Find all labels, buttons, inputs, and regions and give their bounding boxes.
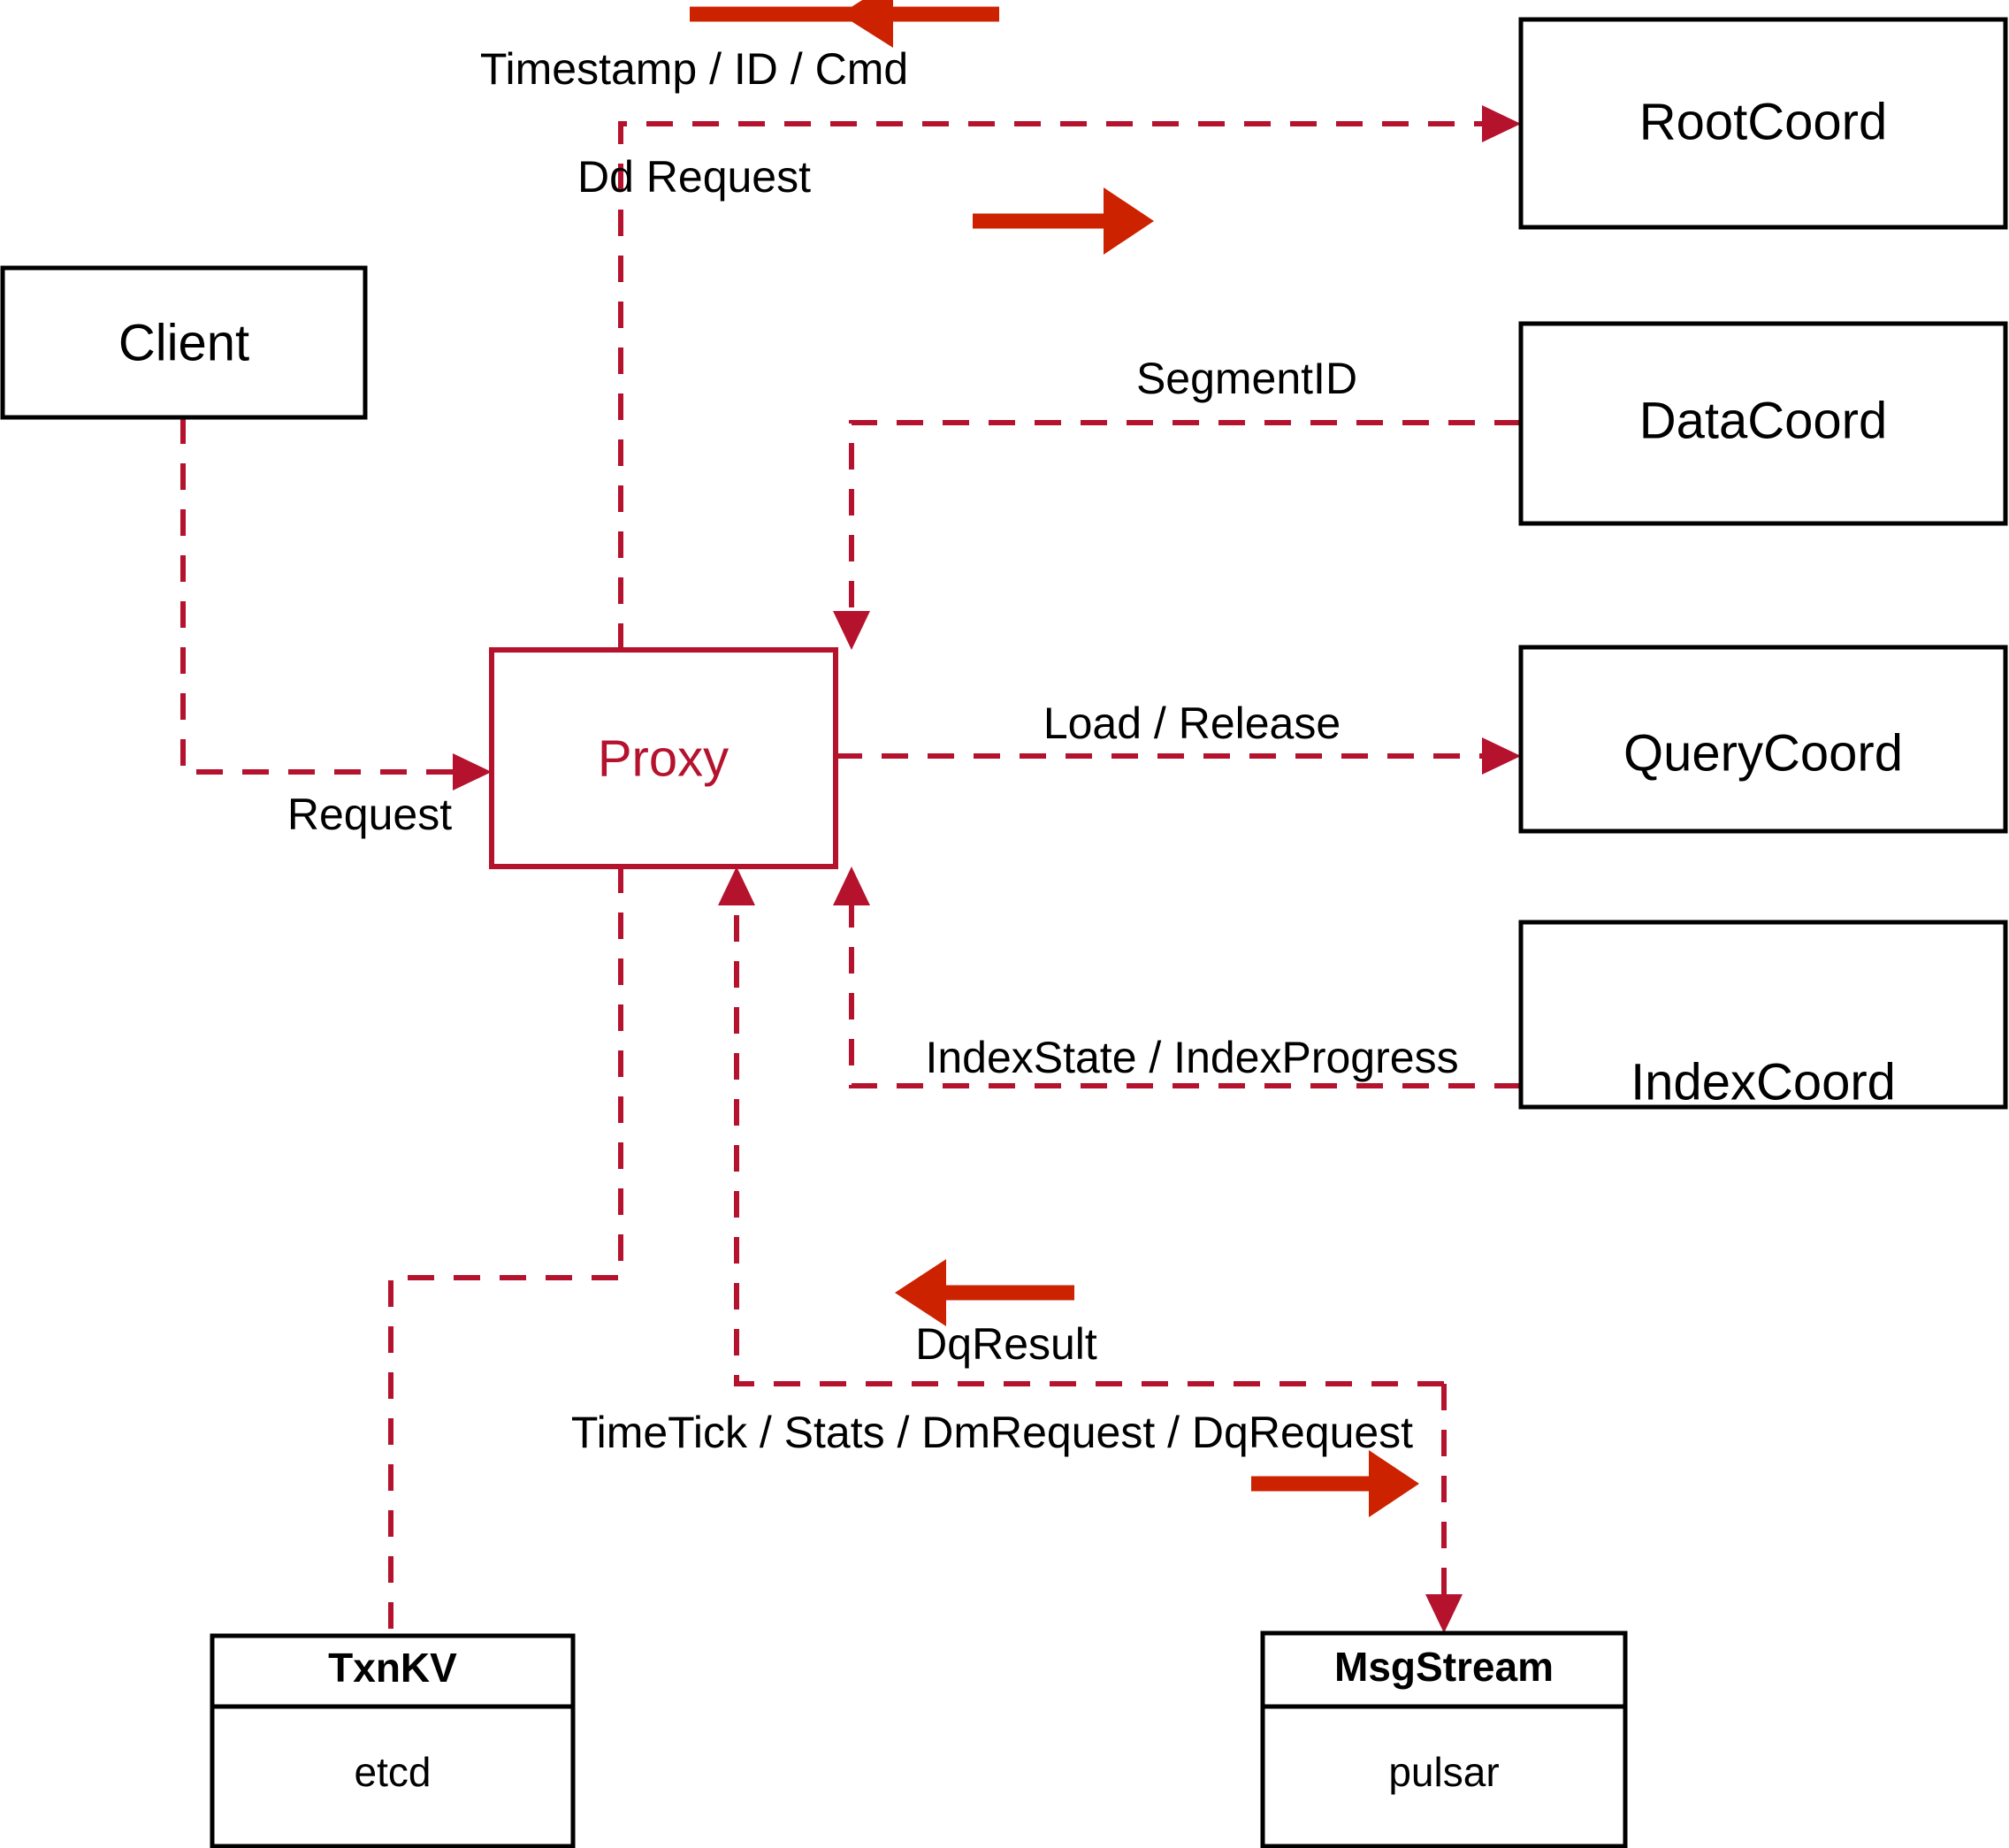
edge-label-timetick: TimeTick / Stats / DmRequest / DqRequest — [571, 1408, 1413, 1457]
direction-arrow-timestamp — [690, 0, 999, 48]
node-msgstream-impl: pulsar — [1388, 1749, 1499, 1795]
edge-label-request: Request — [287, 790, 452, 839]
node-rootcoord[interactable]: RootCoord — [1518, 17, 2008, 230]
node-indexcoord-label: IndexCoord — [1631, 1053, 1896, 1111]
edge-proxy-to-txnkv — [388, 867, 623, 1636]
node-client[interactable]: Client — [0, 265, 368, 420]
direction-arrow-dd-request — [973, 187, 1154, 255]
edge-proxy-to-rootcoord — [618, 105, 1521, 650]
direction-arrow-dqrequest — [1251, 1450, 1419, 1517]
node-txnkv-title: TxnKV — [328, 1645, 457, 1691]
node-querycoord[interactable]: QueryCoord — [1518, 645, 2008, 834]
edge-label-dd-request: Dd Request — [577, 152, 811, 202]
edge-datacoord-to-proxy — [833, 420, 1521, 650]
node-msgstream[interactable]: MsgStream pulsar — [1260, 1630, 1628, 1848]
edge-client-to-proxy — [180, 417, 492, 790]
node-proxy[interactable]: Proxy — [489, 647, 838, 869]
edge-label-segmentid: SegmentID — [1136, 354, 1357, 403]
node-indexcoord[interactable]: IndexCoord — [1518, 920, 2008, 1111]
node-msgstream-title: MsgStream — [1334, 1644, 1554, 1690]
node-datacoord[interactable]: DataCoord — [1518, 321, 2008, 526]
edge-proxy-to-msgstream — [1425, 1384, 1463, 1633]
edge-label-load-release: Load / Release — [1043, 699, 1341, 748]
edge-proxy-to-querycoord — [836, 737, 1521, 775]
node-txnkv-impl: etcd — [355, 1749, 432, 1795]
node-proxy-label: Proxy — [598, 729, 729, 787]
edge-label-indexstate: IndexState / IndexProgress — [925, 1033, 1458, 1082]
edge-label-dqresult: DqResult — [915, 1319, 1097, 1369]
node-client-label: Client — [118, 314, 249, 371]
node-querycoord-label: QueryCoord — [1623, 724, 1903, 782]
node-txnkv[interactable]: TxnKV etcd — [210, 1633, 576, 1848]
direction-arrow-dqresult — [895, 1259, 1074, 1326]
edge-msgstream-to-proxy — [718, 867, 1444, 1386]
edge-indexcoord-to-proxy — [833, 867, 1521, 1088]
edge-label-timestamp: Timestamp / ID / Cmd — [480, 44, 908, 94]
node-datacoord-label: DataCoord — [1639, 392, 1887, 449]
node-rootcoord-label: RootCoord — [1639, 93, 1887, 150]
